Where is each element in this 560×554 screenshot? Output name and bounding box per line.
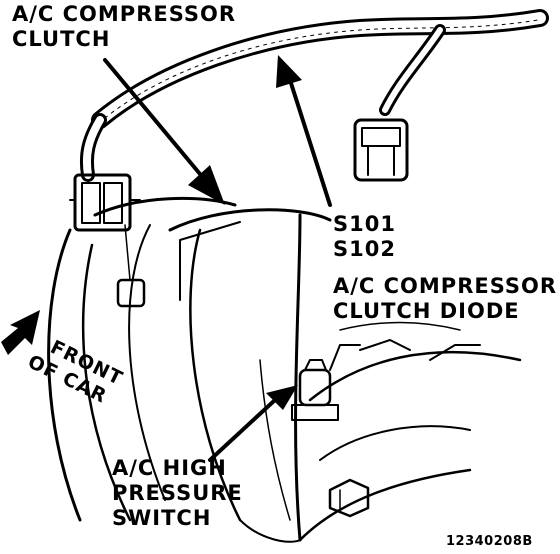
wiring-harness — [79, 9, 549, 281]
compressor-clutch-label: A/C COMPRESSOR CLUTCH — [12, 2, 236, 52]
label-line: A/C HIGH — [112, 456, 227, 480]
arrow-head-splice-icon — [276, 55, 302, 88]
label-line: S101 — [333, 212, 396, 236]
clutch-connector-icon — [69, 173, 141, 232]
front-of-car-arrow-icon — [1, 310, 40, 355]
pressure-switch-icon — [291, 359, 339, 421]
pressure-switch-label: A/C HIGH PRESSURE SWITCH — [112, 456, 243, 531]
label-line: S102 — [333, 237, 396, 261]
arrow-head-clutch-icon — [188, 165, 225, 205]
label-line: CLUTCH DIODE — [333, 299, 520, 323]
leader-arrows — [103, 58, 332, 462]
label-line: A/C COMPRESSOR — [12, 2, 237, 26]
splice-labels: S101 S102 — [333, 212, 396, 262]
label-line: A/C COMPRESSOR — [333, 274, 558, 298]
diode-connector-icon — [353, 118, 409, 182]
label-line: SWITCH — [112, 506, 212, 530]
figure-id: 12340208B — [446, 534, 533, 549]
lower-connector-icon — [116, 278, 146, 308]
arrow-head-switch-icon — [266, 385, 298, 410]
compressor-body — [168, 208, 332, 543]
bolt-icon — [328, 478, 370, 518]
engine-bracket — [298, 321, 522, 542]
label-line: CLUTCH — [12, 27, 111, 51]
diode-label: A/C COMPRESSOR CLUTCH DIODE — [333, 274, 557, 324]
label-line: PRESSURE — [112, 481, 243, 505]
